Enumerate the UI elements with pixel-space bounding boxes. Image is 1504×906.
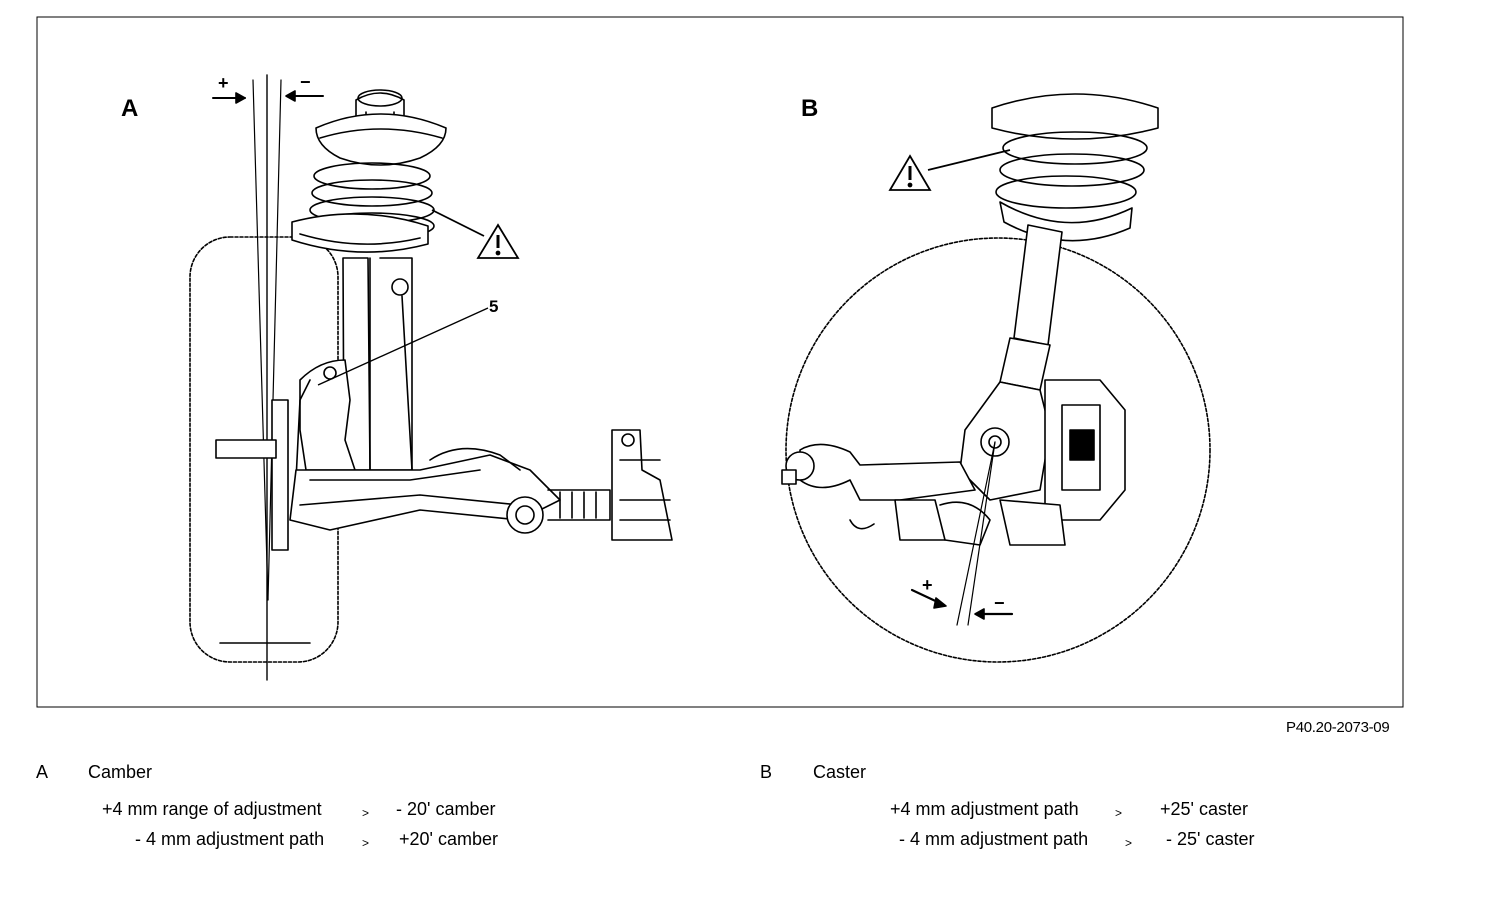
- legend-a-row2-path: - 4 mm adjustment path: [135, 829, 325, 849]
- legend-b-key: B: [760, 762, 773, 782]
- legend-a-title: Camber: [88, 762, 153, 782]
- coil-spring: [991, 93, 1159, 242]
- camber-minus-arrow: [285, 90, 324, 102]
- legend-a-row1-path: +4 mm range of adjustment: [102, 799, 322, 819]
- camber-line: [252, 79, 269, 601]
- legend-a-row2-result: +20' camber: [399, 829, 498, 849]
- legend-a-row2-arrow: >: [362, 836, 370, 850]
- legend-b-row2-arrow: >: [1125, 836, 1133, 850]
- camber-plus-arrow: [212, 92, 246, 104]
- camber-minus-sign: −: [300, 72, 311, 92]
- wheel-outline: [785, 237, 1211, 663]
- legend-b-row2-result: - 25' caster: [1166, 829, 1255, 849]
- callout-5-leader: [317, 307, 489, 386]
- legend-b-row2-path: - 4 mm adjustment path: [899, 829, 1089, 849]
- camber-panel: [189, 74, 673, 681]
- suspension-diagram: 5 A + −: [36, 16, 1404, 708]
- legend-b-title: Caster: [813, 762, 867, 782]
- caster-plus-arrow: [910, 588, 947, 609]
- legend-a-key: A: [36, 762, 49, 782]
- callout-5: 5: [489, 297, 498, 316]
- caster-plus-sign: +: [922, 575, 933, 595]
- legend-b-row1-arrow: >: [1115, 806, 1123, 820]
- warning-icon: [888, 149, 1011, 191]
- caster-panel: [781, 93, 1211, 663]
- legend-a-row1-result: - 20' camber: [396, 799, 496, 819]
- caster-minus-sign: −: [994, 593, 1005, 613]
- panel-a-letter: A: [121, 95, 138, 122]
- legend-b-row1-result: +25' caster: [1160, 799, 1248, 819]
- warning-icon: [431, 209, 520, 259]
- figure-reference: P40.20-2073-09: [1286, 719, 1390, 736]
- panel-b-letter: B: [801, 95, 818, 122]
- legend-a-row1-arrow: >: [362, 806, 370, 820]
- figure-frame: [36, 16, 1404, 708]
- caster-minus-arrow: [974, 608, 1014, 620]
- camber-plus-sign: +: [218, 73, 229, 93]
- legend-b-row1-path: +4 mm adjustment path: [890, 799, 1079, 819]
- caster-line: [956, 441, 996, 626]
